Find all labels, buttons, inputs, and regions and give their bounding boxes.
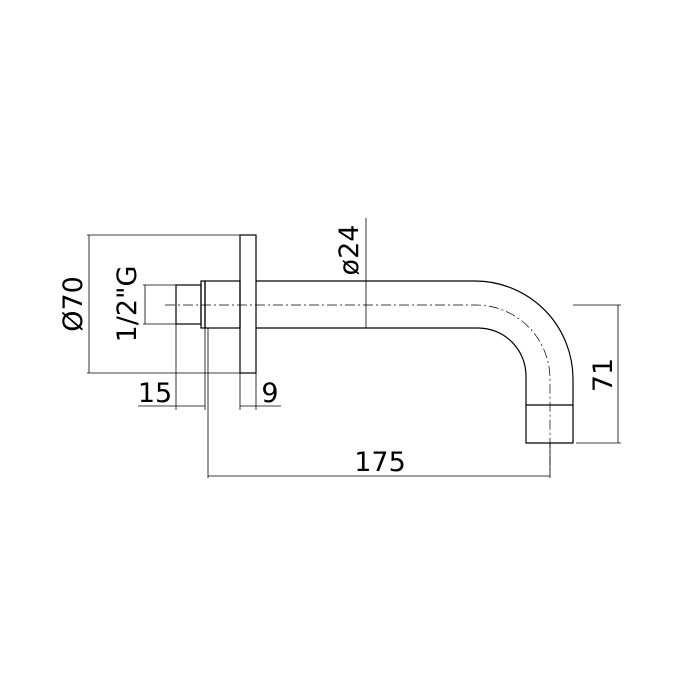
shower-arm-outline: [165, 234, 574, 470]
dim-thread: 1/2"G: [112, 266, 143, 343]
collar: [200, 280, 206, 329]
centerline: [165, 304, 551, 470]
thread-nipple: [175, 284, 202, 325]
dim-pipe-diameter: ø24: [334, 225, 365, 276]
collar-pipe: [204, 280, 241, 329]
arm-pipe: [256, 280, 574, 444]
dim-projection: 175: [354, 447, 406, 478]
dim-drop: 71: [588, 358, 619, 392]
dimension-lines: [87, 218, 621, 478]
dim-flange-diameter: Ø70: [58, 276, 89, 332]
dim-thread-length: 15: [138, 378, 172, 409]
wall-flange: [239, 234, 257, 374]
dim-flange-thickness: 9: [261, 378, 278, 409]
